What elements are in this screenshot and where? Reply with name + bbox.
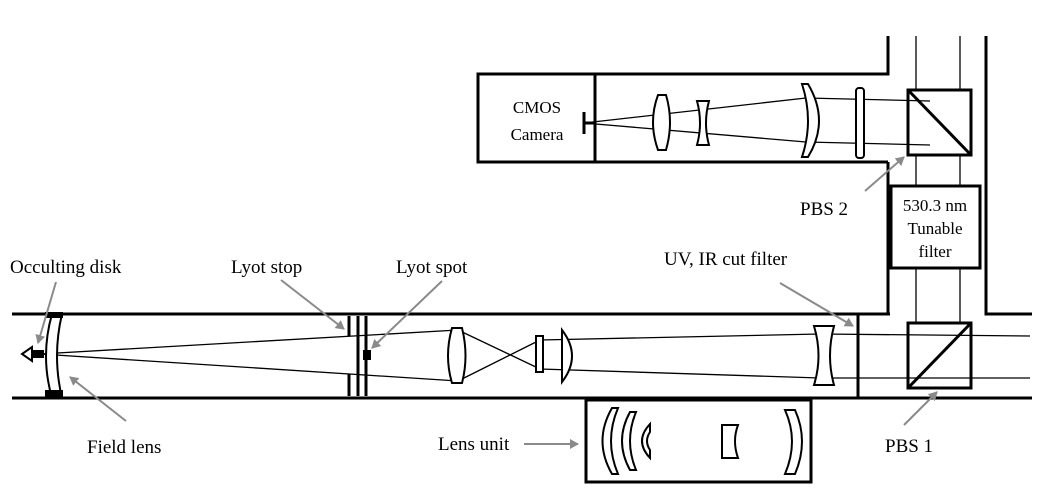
camera-tube xyxy=(593,74,888,164)
label-lyot-spot: Lyot spot xyxy=(396,257,468,278)
lyot-stop xyxy=(347,316,360,396)
filter-label-line3: filter xyxy=(918,242,951,261)
vertical-housing xyxy=(595,36,1032,316)
occulting-disk xyxy=(20,345,44,363)
annotation-arrows xyxy=(35,156,938,449)
label-lens-unit: Lens unit xyxy=(438,434,510,455)
label-occulting-disk: Occulting disk xyxy=(10,257,122,278)
relay-lens-2 xyxy=(535,327,573,385)
uv-ir-cut-filter xyxy=(812,325,836,386)
relay-lens-1 xyxy=(447,327,467,384)
tunable-filter: 530.3 nm Tunable filter xyxy=(889,184,982,270)
label-field-lens: Field lens xyxy=(87,437,161,458)
cmos-camera: CMOS Camera xyxy=(476,72,597,164)
field-lens xyxy=(45,312,64,399)
lyot-spot xyxy=(363,316,371,396)
camera-rays xyxy=(583,97,931,146)
lens-unit-box xyxy=(584,398,813,484)
filter-label-line2: Tunable xyxy=(907,219,962,238)
camera-label-line1: CMOS xyxy=(513,98,561,117)
filter-label-line1: 530.3 nm xyxy=(903,196,967,215)
camera-lens-3 xyxy=(800,83,820,158)
label-lyot-stop: Lyot stop xyxy=(231,257,302,278)
vertical-beam xyxy=(915,36,961,323)
main-rays xyxy=(39,329,1031,382)
label-pbs1: PBS 1 xyxy=(885,436,933,457)
main-tube xyxy=(12,312,1032,400)
pbs1-cube xyxy=(906,321,973,390)
label-pbs2: PBS 2 xyxy=(800,199,848,220)
label-uv-ir-cut-filter: UV, IR cut filter xyxy=(664,249,788,270)
camera-lens-1 xyxy=(652,94,671,151)
camera-lens-4 xyxy=(855,87,865,159)
camera-label-line2: Camera xyxy=(511,125,564,144)
camera-lens-2 xyxy=(695,100,711,146)
